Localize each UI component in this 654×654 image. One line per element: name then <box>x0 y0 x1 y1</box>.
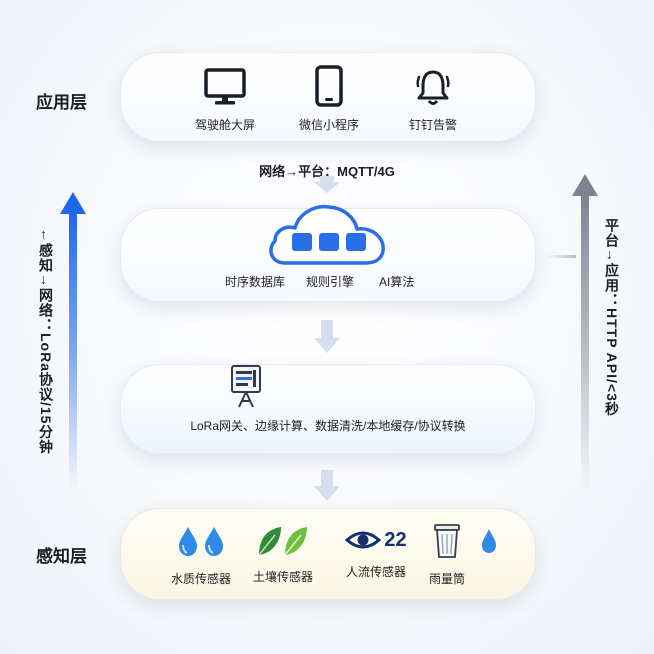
cloud-icon <box>269 204 385 265</box>
platform-layer-panel: 时序数据库 规则引擎 AI算法 <box>120 204 536 302</box>
down-arrow-icon <box>314 320 340 353</box>
sense-item-water: 水质传感器 <box>161 525 241 587</box>
sense-item-label: 人流传感器 <box>345 565 406 579</box>
network-platform-label: 网络→平台：MQTT/4G <box>259 164 395 179</box>
app-layer-panel: 驾驶舱大屏 微信小程序 钉钉告警 <box>120 52 536 142</box>
edge-layer-panel: LoRa网关、边缘计算、数据清洗/本地缓存/协议转换 <box>120 364 536 454</box>
sense-item-label: 土壤传感器 <box>252 570 313 584</box>
app-item-label: 微信小程序 <box>298 118 359 132</box>
left-vertical-label: ←感知→网络：LoRa协议/15分钟 <box>38 228 54 455</box>
gateway-icon <box>231 365 261 408</box>
edge-description: LoRa网关、边缘计算、数据清洗/本地缓存/协议转换 <box>190 419 466 433</box>
platform-item-rules: 规则引擎 <box>306 275 355 289</box>
sense-item-soil: 土壤传感器 <box>243 523 323 585</box>
water-drops-icon <box>179 527 223 556</box>
app-layer-label: 应用层 <box>36 93 87 112</box>
people-count-badge: 22 <box>384 528 407 551</box>
app-item-label: 钉钉告警 <box>408 118 457 132</box>
down-arrow-icon <box>314 176 340 193</box>
bell-icon <box>416 70 450 105</box>
app-item-label: 驾驶舱大屏 <box>194 118 255 132</box>
rain-drop-icon <box>482 529 496 553</box>
monitor-icon <box>204 68 246 105</box>
sense-item-people: 22 人流传感器 <box>331 523 421 580</box>
right-connector-line <box>546 255 576 258</box>
left-up-arrow <box>60 192 86 490</box>
sense-item-rain: 雨量筒 <box>417 523 477 587</box>
sense-item-label: 水质传感器 <box>170 572 231 586</box>
rain-gauge-icon <box>434 524 460 558</box>
right-vertical-label: 平台→应用：HTTP API/<3秒 <box>604 218 620 417</box>
sense-item-label: 雨量筒 <box>428 572 465 586</box>
leaves-icon <box>258 527 307 556</box>
right-up-arrow <box>572 174 598 492</box>
eye-icon <box>345 531 382 549</box>
app-item-phone: 微信小程序 <box>289 65 369 133</box>
platform-item-ai: AI算法 <box>379 275 415 289</box>
smartphone-icon <box>315 65 343 107</box>
down-arrow-icon <box>314 470 340 501</box>
sense-layer-panel: 水质传感器 土壤传感器 22 人流传感器 雨量筒 <box>120 508 536 600</box>
app-item-monitor: 驾驶舱大屏 <box>185 67 265 133</box>
platform-item-tsdb: 时序数据库 <box>225 275 286 289</box>
sense-layer-label: 感知层 <box>36 547 87 566</box>
app-item-bell: 钉钉告警 <box>393 67 473 133</box>
